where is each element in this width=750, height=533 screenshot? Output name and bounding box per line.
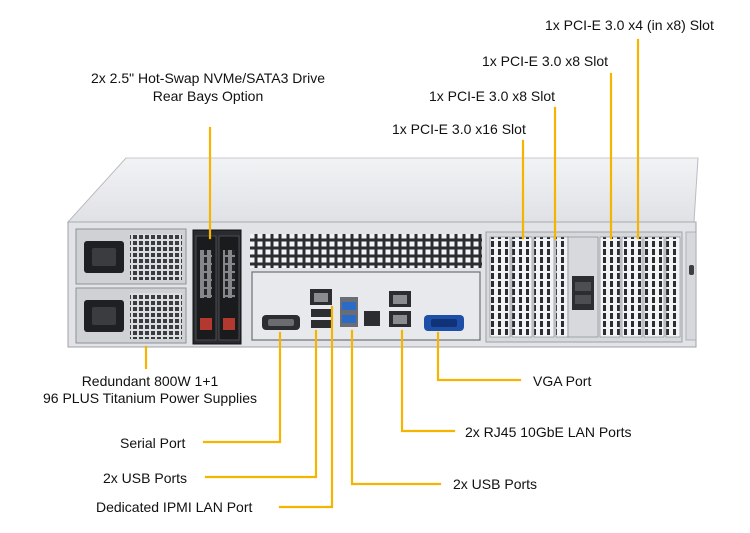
leader-usb-right	[350, 329, 442, 486]
label-vga: VGA Port	[533, 373, 592, 389]
label-usb-left: 2x USB Ports	[103, 470, 188, 486]
label-psu-line2: 96 PLUS Titanium Power Supplies	[43, 390, 257, 406]
label-pcie-x4: 1x PCI-E 3.0 x4 (in x8) Slot	[545, 17, 714, 33]
pcie-slot-area	[485, 231, 683, 343]
power-supply-2	[75, 287, 187, 344]
leader-usb-left	[204, 329, 318, 479]
label-usb-right: 2x USB Ports	[453, 476, 538, 492]
usb-ports-right	[340, 297, 358, 327]
ipmi-lan-port	[310, 289, 332, 305]
label-pcie-x8-a: 1x PCI-E 3.0 x8 Slot	[482, 53, 609, 69]
lan-10gbe-ports	[389, 291, 411, 327]
power-supply-1	[75, 228, 187, 285]
top-vent	[250, 234, 482, 268]
leader-ipmi	[278, 305, 334, 509]
leader-serial	[202, 331, 282, 444]
label-pcie-x8-b: 1x PCI-E 3.0 x8 Slot	[429, 88, 556, 104]
label-ipmi: Dedicated IPMI LAN Port	[96, 499, 253, 515]
chassis-top	[66, 157, 699, 223]
leader-vga	[436, 331, 522, 382]
label-drive-bays-line1: 2x 2.5" Hot-Swap NVMe/SATA3 Drive	[91, 70, 325, 86]
serial-port	[262, 315, 300, 330]
leader-lan-10g	[400, 329, 456, 433]
label-drive-bays-line2: Rear Bays Option	[152, 88, 264, 104]
usb-ports-left	[311, 309, 331, 328]
label-serial: Serial Port	[120, 435, 186, 451]
rear-drive-bays	[192, 229, 242, 345]
label-pcie-x16: 1x PCI-E 3.0 x16 Slot	[392, 121, 526, 137]
label-lan-10g: 2x RJ45 10GbE LAN Ports	[465, 424, 632, 440]
mini-port	[364, 311, 380, 326]
vga-port	[424, 315, 464, 331]
label-psu-line1: Redundant 800W 1+1	[81, 373, 219, 389]
